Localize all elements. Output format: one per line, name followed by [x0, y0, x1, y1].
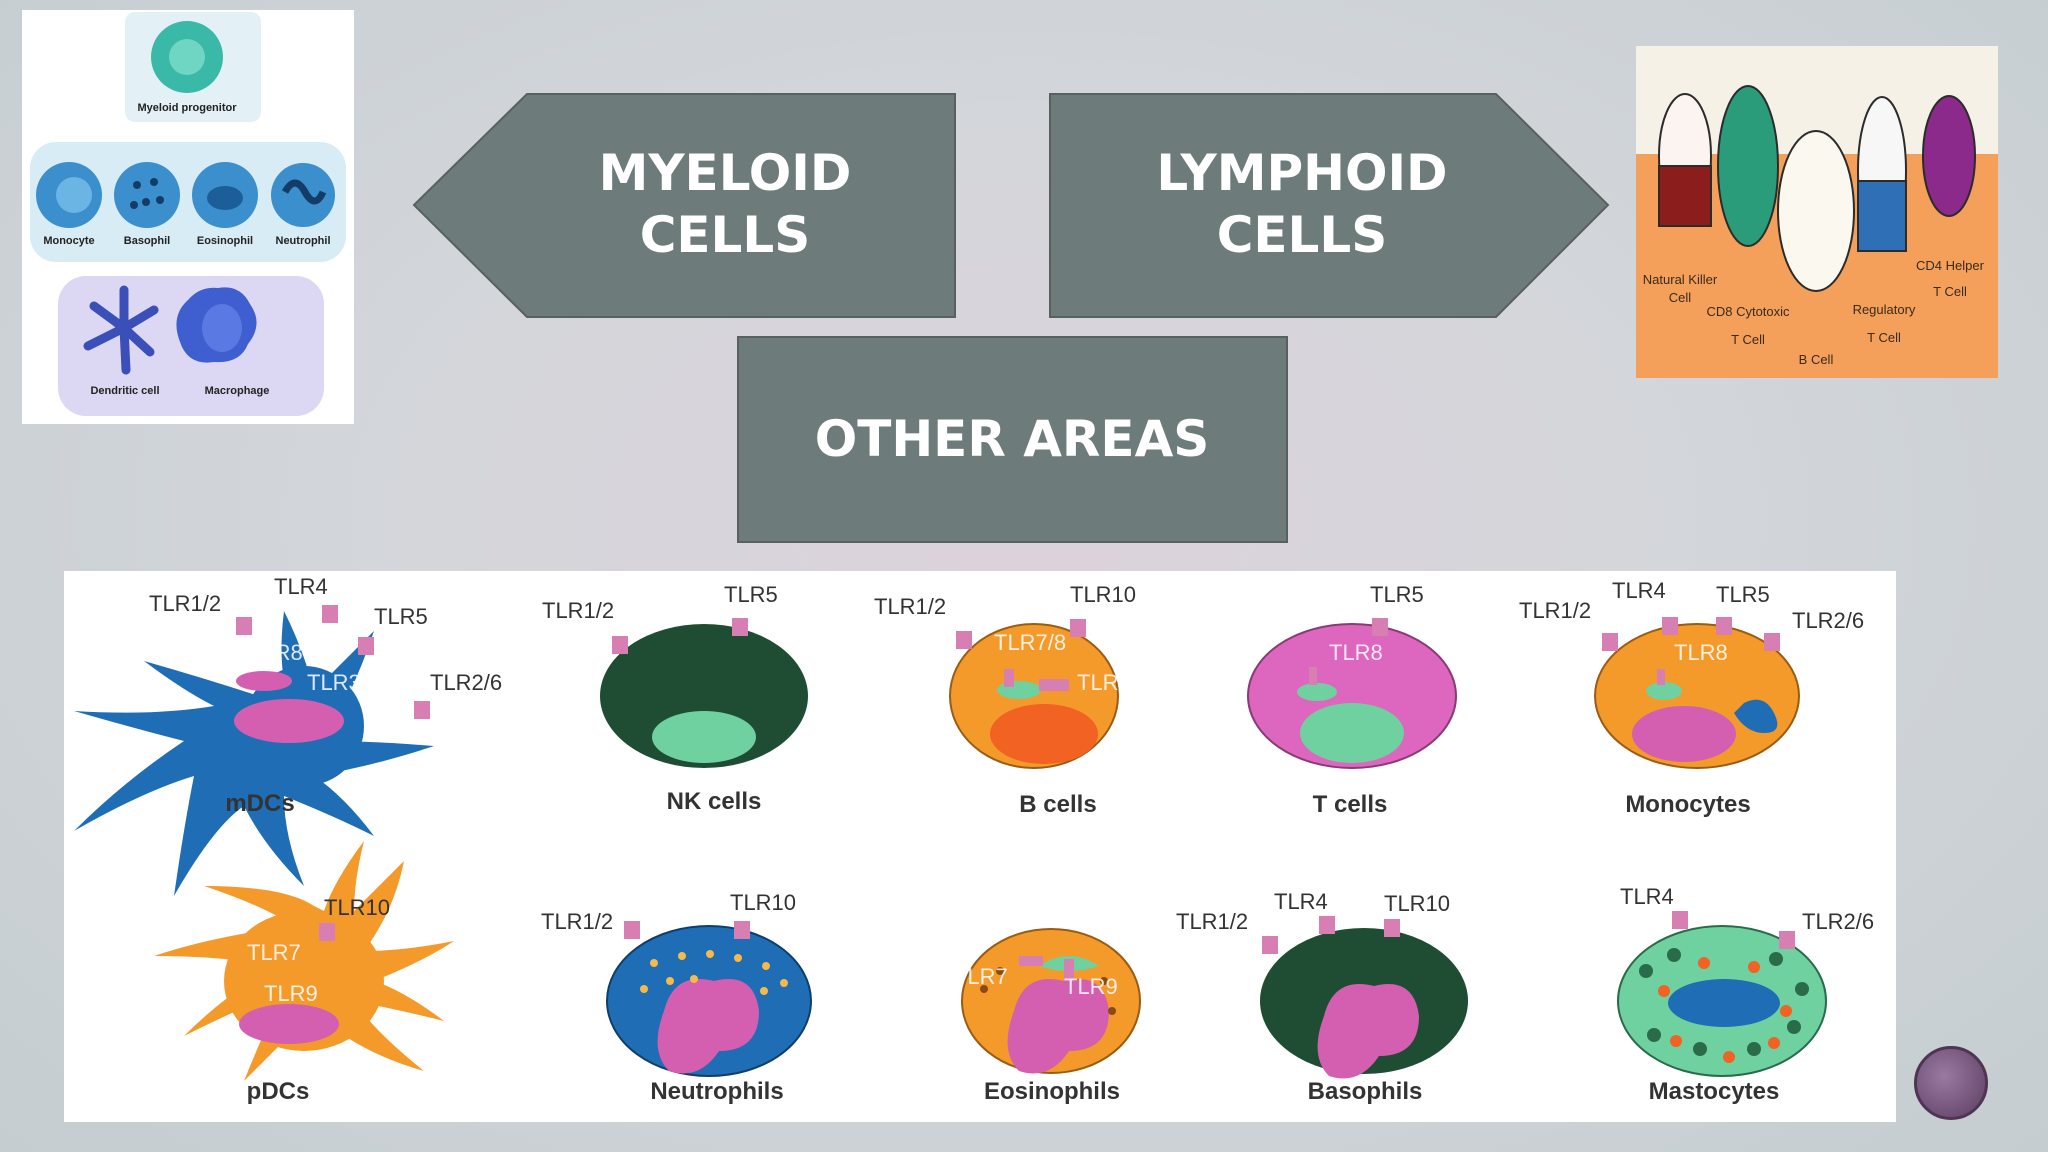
cell-name-label: T cells: [1313, 791, 1388, 818]
tlr-label: TLR1/2: [542, 598, 614, 623]
dendritic-cell-label: Dendritic cell: [90, 385, 159, 397]
tlr-expression-panel: TLR1/2 TLR4 TLR5 TLR2/6 TLR8 TLR3 mDCs T…: [64, 571, 1896, 1122]
cell-name-label: mDCs: [225, 790, 294, 817]
tlr-label: TLR10: [730, 890, 796, 915]
tlr-label: TLR2/6: [430, 670, 502, 695]
cell-name-label: Neutrophils: [650, 1078, 783, 1105]
neutrophil-label: Neutrophil: [276, 235, 331, 247]
tlr-label: TLR1/2: [149, 591, 221, 616]
dendritic-cell-icon: [83, 285, 159, 375]
basophil-label: Basophil: [124, 235, 170, 247]
cd4-label-2: T Cell: [1933, 284, 1967, 299]
cd4-label: CD4 Helper: [1916, 258, 1985, 273]
tlr-label: TLR1/2: [541, 909, 613, 934]
regulatory-label-2: T Cell: [1867, 330, 1901, 345]
myeloid-cells-arrow[interactable]: MYELOID CELLS: [412, 93, 956, 318]
myeloid-diagram: Myeloid progenitor Monocyte Basophil Eos…: [30, 12, 346, 416]
tlr-label: TLR5: [1370, 582, 1424, 607]
cell-name-label: B cells: [1019, 791, 1096, 818]
tlr-label: TLR4: [274, 574, 328, 599]
myeloid-line1: MYELOID: [599, 144, 852, 202]
tlr-label: TLR10: [1070, 582, 1136, 607]
cell-name-label: Mastocytes: [1649, 1078, 1780, 1105]
tlr-label: TLR1/2: [874, 594, 946, 619]
tlr-label: TLR10: [324, 895, 390, 920]
eosinophil-label: Eosinophil: [197, 235, 253, 247]
nk-cell-label: Natural Killer: [1643, 272, 1718, 287]
tlr-label: TLR1/2: [1519, 598, 1591, 623]
lymphoid-line1: LYMPHOID: [1156, 144, 1447, 202]
regulatory-label: Regulatory: [1853, 302, 1916, 317]
tlr-label: TLR2/6: [1792, 608, 1864, 633]
slide-nav-button[interactable]: [1914, 1046, 1988, 1120]
myeloid-progenitor-label: Myeloid progenitor: [138, 102, 238, 114]
pdc-cell: [154, 841, 454, 1081]
lymphoid-cartoon: Natural Killer Cell CD8 Cytotoxic T Cell…: [1636, 46, 1998, 378]
tlr-expression-diagram: TLR1/2 TLR4 TLR5 TLR2/6 TLR8 TLR3 mDCs T…: [74, 574, 1874, 1105]
tlr-label: TLR5: [724, 582, 778, 607]
b-cell-label: B Cell: [1799, 352, 1834, 367]
tlr-label: TLR2/6: [1802, 909, 1874, 934]
cell-name-label: Monocytes: [1625, 791, 1750, 818]
tlr-label: TLR9: [1064, 974, 1118, 999]
tlr-label: TLR8: [1329, 640, 1383, 665]
tlr-label: TLR4: [1612, 578, 1666, 603]
tlr-label: TLR9: [1077, 670, 1131, 695]
tlr-label: TLR7: [954, 964, 1008, 989]
cd8-label-2: T Cell: [1731, 332, 1765, 347]
tlr-label: TLR7/8: [994, 630, 1066, 655]
cell-name-label: Basophils: [1308, 1078, 1423, 1105]
tlr-label: TLR4: [1274, 889, 1328, 914]
cd8-label: CD8 Cytotoxic: [1706, 304, 1790, 319]
tlr-label: TLR3: [307, 670, 361, 695]
myeloid-line2: CELLS: [640, 206, 811, 264]
tlr-label: TLR4: [1620, 884, 1674, 909]
cell-name-label: pDCs: [247, 1078, 310, 1105]
tlr-label: TLR10: [1384, 891, 1450, 916]
nk-cell-label-2: Cell: [1669, 290, 1692, 305]
tlr-label: TLR5: [1716, 582, 1770, 607]
tlr-label: TLR7: [247, 940, 301, 965]
lymphoid-cells-arrow[interactable]: LYMPHOID CELLS: [1049, 93, 1610, 318]
other-areas-label: OTHER AREAS: [815, 410, 1210, 468]
tlr-label: TLR9: [264, 981, 318, 1006]
category-shapes: MYELOID CELLS LYMPHOID CELLS OTHER AREAS: [412, 93, 1610, 543]
cell-name-label: Eosinophils: [984, 1078, 1120, 1105]
macrophage-label: Macrophage: [205, 385, 270, 397]
cell-name-label: NK cells: [667, 788, 762, 815]
tlr-label: TLR5: [374, 604, 428, 629]
tlr-label: TLR8: [1674, 640, 1728, 665]
lymphoid-line2: CELLS: [1217, 206, 1388, 264]
tlr-label: TLR8: [249, 640, 303, 665]
monocyte-label: Monocyte: [43, 235, 94, 247]
tlr-label: TLR1/2: [1176, 909, 1248, 934]
lymphoid-cartoon-panel: Natural Killer Cell CD8 Cytotoxic T Cell…: [1636, 46, 1998, 378]
other-areas-box[interactable]: OTHER AREAS: [737, 336, 1288, 543]
mdc-cell: [74, 611, 434, 896]
myeloid-diagram-panel: Myeloid progenitor Monocyte Basophil Eos…: [22, 10, 354, 424]
